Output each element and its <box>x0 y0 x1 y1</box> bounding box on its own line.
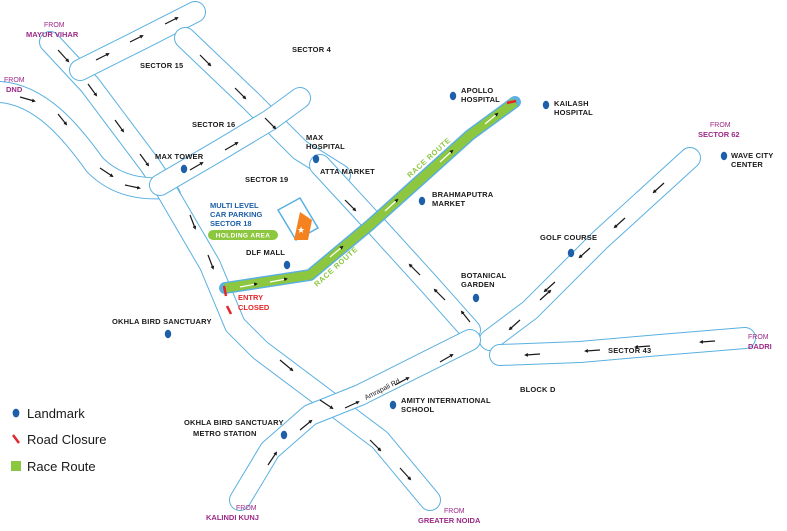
entry-closed-2: CLOSED <box>238 303 270 312</box>
parking-marker-icon <box>294 212 312 240</box>
legend-landmark-label: Landmark <box>27 406 85 421</box>
label-kailash-1: KAILASH <box>554 99 589 108</box>
closure-mark-apollo <box>506 99 517 105</box>
label-wave-city-1: WAVE CITY <box>731 151 774 160</box>
label-max-hospital-2: HOSPITAL <box>306 142 345 151</box>
closure-mark-entry <box>222 285 228 297</box>
label-botanical-2: GARDEN <box>461 280 495 289</box>
legend-closure-icon <box>12 434 20 444</box>
landmark-golf-dot <box>567 248 575 258</box>
from-mayur-word: FROM <box>44 22 65 29</box>
label-metro-1: OKHLA BIRD SANCTUARY <box>184 418 284 427</box>
area-atta-market: ATTA MARKET <box>320 167 375 176</box>
label-max-hospital-1: MAX <box>306 133 323 142</box>
label-metro-2: METRO STATION <box>193 429 257 438</box>
from-dadri-place: DADRI <box>748 342 772 351</box>
from-kalindi-place: KALINDI KUNJ <box>206 513 259 522</box>
label-brahmaputra-2: MARKET <box>432 199 465 208</box>
legend-race-icon <box>11 461 21 471</box>
from-sector62-word: FROM <box>710 122 731 129</box>
holding-area-label: HOLDING AREA <box>216 233 271 240</box>
landmark-dots <box>164 91 728 440</box>
parking-line-3: SECTOR 18 <box>210 219 252 228</box>
label-golf-course: GOLF COURSE <box>540 233 597 242</box>
legend-landmark-icon <box>12 408 20 418</box>
traffic-arrows <box>19 17 716 481</box>
label-apollo-2: HOSPITAL <box>461 95 500 104</box>
parking-line-2: CAR PARKING <box>210 210 263 219</box>
area-sector19: SECTOR 19 <box>245 175 288 184</box>
landmark-brahmaputra-dot <box>418 196 426 206</box>
label-wave-city-2: CENTER <box>731 160 763 169</box>
label-dlf-mall: DLF MALL <box>246 248 285 257</box>
landmark-metro-dot <box>280 430 288 440</box>
label-amity-1: AMITY INTERNATIONAL <box>401 396 491 405</box>
legend-race-label: Race Route <box>27 459 96 474</box>
from-greater-noida-word: FROM <box>444 508 465 515</box>
parking-area: ★ HOLDING AREA MULTI LEVEL CAR PARKING S… <box>208 196 320 242</box>
label-kailash-2: HOSPITAL <box>554 108 593 117</box>
label-okhla-sanctuary: OKHLA BIRD SANCTUARY <box>112 317 212 326</box>
label-brahmaputra-1: BRAHMAPUTRA <box>432 190 494 199</box>
race-route-arrows <box>239 112 499 288</box>
area-sector16: SECTOR 16 <box>192 120 235 129</box>
landmark-apollo-dot <box>449 91 457 101</box>
star-icon: ★ <box>297 226 305 236</box>
landmark-wave-city-dot <box>720 151 728 161</box>
from-sector62-place: SECTOR 62 <box>698 130 740 139</box>
area-sector43: SECTOR 43 <box>608 346 651 355</box>
from-dnd-word: FROM <box>4 77 25 84</box>
from-kalindi-word: FROM <box>236 505 257 512</box>
landmark-amity-dot <box>389 400 397 410</box>
roads <box>0 1 756 511</box>
road-closures <box>222 99 517 315</box>
from-dnd-place: DND <box>6 85 23 94</box>
from-dadri-word: FROM <box>748 334 769 341</box>
area-sector4: SECTOR 4 <box>292 45 332 54</box>
closure-mark-west <box>225 305 233 315</box>
label-botanical-1: BOTANICAL <box>461 271 507 280</box>
from-mayur-place: MAYUR VIHAR <box>26 30 79 39</box>
legend-closure-label: Road Closure <box>27 432 107 447</box>
landmark-kailash-dot <box>542 100 550 110</box>
entry-closed-1: ENTRY <box>238 293 263 302</box>
label-max-tower: MAX TOWER <box>155 152 204 161</box>
landmark-max-tower-dot <box>180 164 188 174</box>
holding-area-badge <box>208 230 278 240</box>
landmark-max-hospital-dot <box>312 154 320 164</box>
area-sector15: SECTOR 15 <box>140 61 183 70</box>
parking-line-1: MULTI LEVEL <box>210 201 259 210</box>
label-amity-2: SCHOOL <box>401 405 435 414</box>
from-greater-noida-place: GREATER NOIDA <box>418 516 481 525</box>
landmark-dlf-dot <box>283 260 291 270</box>
label-apollo-1: APOLLO <box>461 86 493 95</box>
area-blockd: BLOCK D <box>520 385 556 394</box>
landmark-botanical-dot <box>472 293 480 303</box>
legend: Landmark Road Closure Race Route <box>11 406 107 474</box>
landmark-okhla-dot <box>164 329 172 339</box>
